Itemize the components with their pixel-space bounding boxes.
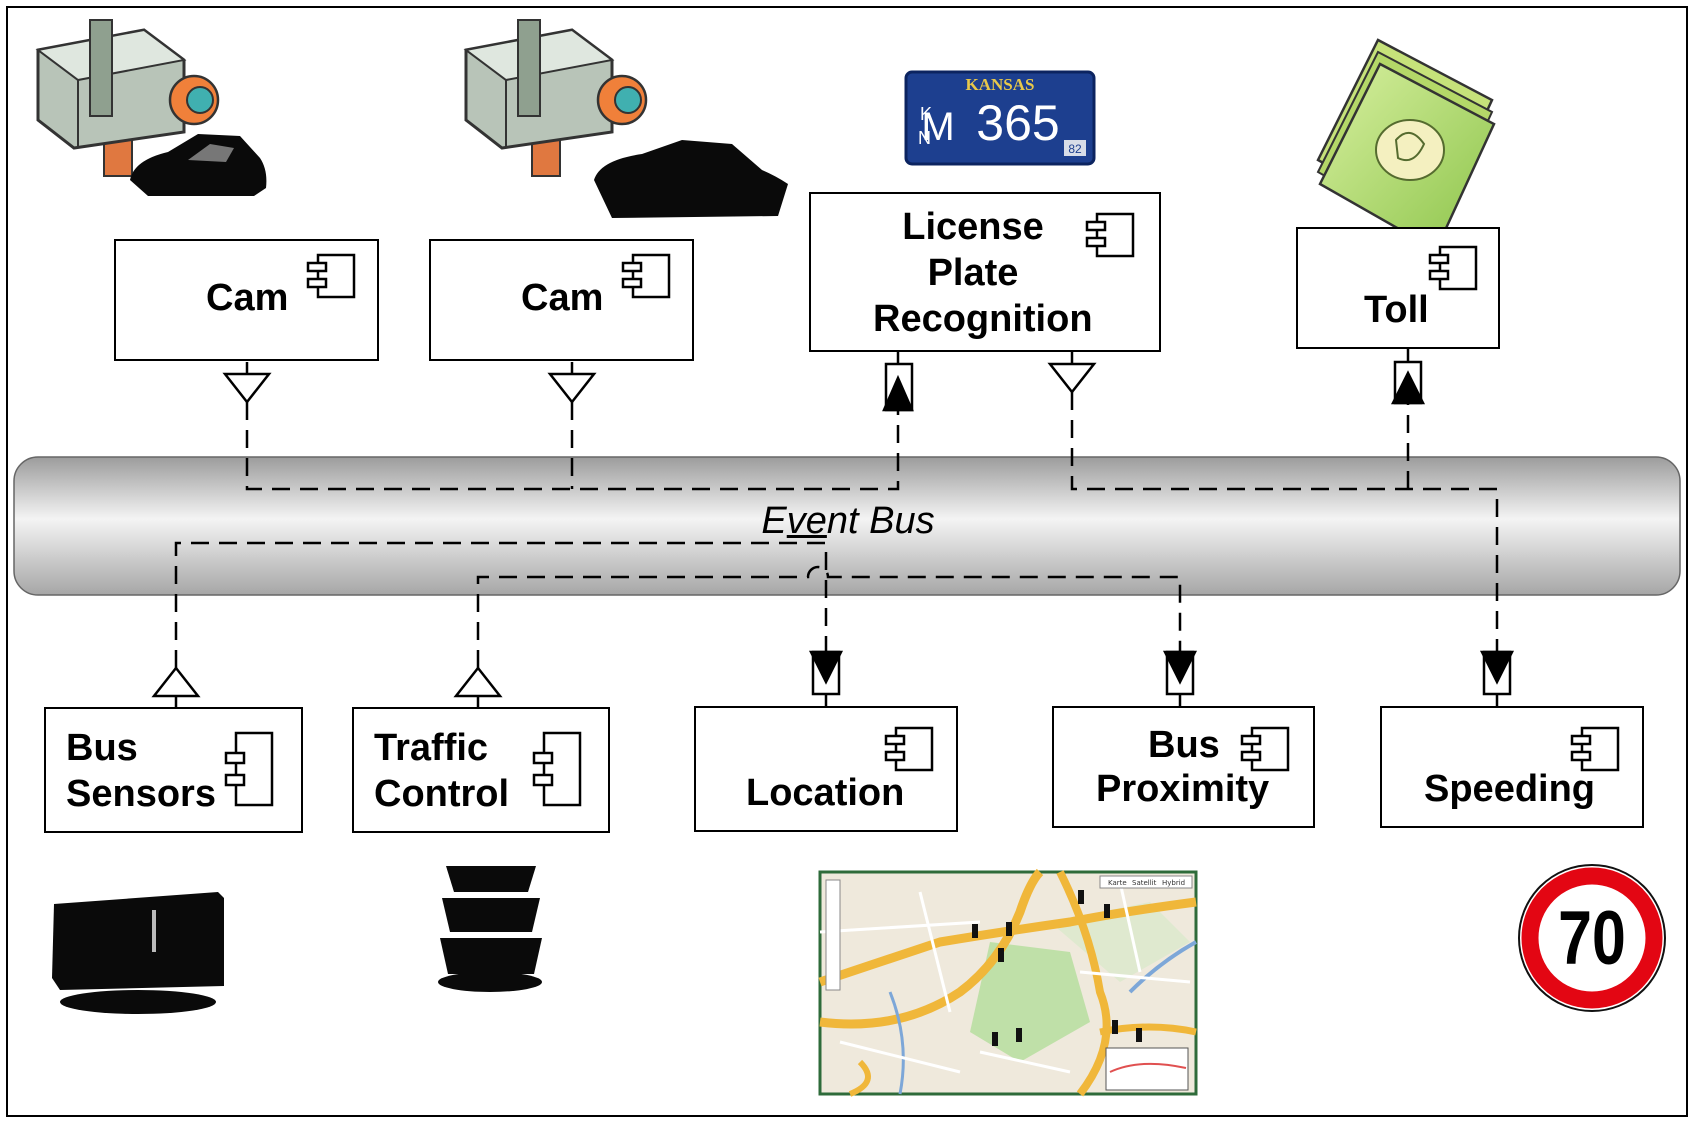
component-icon bbox=[1085, 212, 1135, 258]
traffic-control-component[interactable]: Traffic Control bbox=[352, 707, 610, 833]
cam1-output-port bbox=[222, 362, 272, 405]
svg-text:K: K bbox=[920, 104, 932, 124]
component-icon bbox=[1570, 726, 1620, 772]
component-icon bbox=[884, 726, 934, 772]
location-input-port bbox=[808, 650, 844, 707]
event-bus bbox=[13, 456, 1681, 596]
toll-input-port bbox=[1390, 349, 1426, 405]
lpr-input-port bbox=[882, 352, 914, 412]
lpr-label-line1: License bbox=[902, 206, 1044, 248]
traffic-control-output-port bbox=[453, 665, 503, 710]
lpr-output-port bbox=[1047, 352, 1097, 395]
bus-sensors-label-line2: Sensors bbox=[66, 773, 216, 815]
speeding-input-port bbox=[1479, 650, 1515, 707]
lpr-label-line3: Recognition bbox=[873, 298, 1093, 340]
cam-component-1[interactable]: Cam bbox=[114, 239, 379, 361]
cam-label: Cam bbox=[521, 277, 604, 319]
bus-proximity-component[interactable]: Bus Proximity bbox=[1052, 706, 1315, 828]
bus-sensors-output-port bbox=[151, 665, 201, 710]
license-plate-image: KANSAS 365 M K N 82 bbox=[904, 70, 1096, 166]
bus-proximity-label-line1: Bus bbox=[1148, 724, 1220, 766]
car-icon bbox=[594, 140, 788, 218]
car-icon bbox=[130, 134, 267, 196]
speed-limit-value: 70 bbox=[1558, 896, 1626, 981]
cam2-output-port bbox=[547, 362, 597, 405]
license-plate-recognition-component[interactable]: License Plate Recognition bbox=[809, 192, 1161, 352]
toll-component[interactable]: Toll bbox=[1296, 227, 1500, 349]
lpr-label-line2: Plate bbox=[927, 252, 1019, 294]
svg-text:M: M bbox=[921, 105, 954, 149]
toll-label: Toll bbox=[1364, 289, 1429, 331]
svg-text:82: 82 bbox=[1068, 142, 1082, 156]
cam-label: Cam bbox=[206, 277, 289, 319]
svg-text:Satellit: Satellit bbox=[1132, 879, 1157, 887]
traffic-control-label-line1: Traffic bbox=[374, 727, 489, 769]
speeding-component[interactable]: Speeding bbox=[1380, 706, 1644, 828]
map-image: Karte Satellit Hybrid bbox=[818, 868, 1198, 1097]
component-icon bbox=[621, 253, 671, 299]
svg-text:N: N bbox=[918, 128, 931, 148]
location-label: Location bbox=[746, 772, 905, 814]
money-icon bbox=[1316, 38, 1496, 252]
traffic-light-icon bbox=[438, 866, 542, 992]
event-connections bbox=[174, 392, 1499, 668]
input-ports bbox=[808, 349, 1515, 707]
svg-text:Karte: Karte bbox=[1108, 879, 1127, 887]
component-icon bbox=[224, 731, 274, 807]
component-icon bbox=[1428, 245, 1478, 291]
bus-proximity-input-port bbox=[1162, 650, 1198, 707]
bus-proximity-label-line2: Proximity bbox=[1096, 768, 1270, 810]
speed-limit-sign-icon: 70 bbox=[1518, 864, 1666, 1012]
cam-component-2[interactable]: Cam bbox=[429, 239, 694, 361]
component-icon bbox=[532, 731, 582, 807]
svg-text:365: 365 bbox=[976, 95, 1059, 151]
component-icon bbox=[1240, 726, 1290, 772]
svg-text:KANSAS: KANSAS bbox=[966, 75, 1035, 94]
bus-sensors-component[interactable]: Bus Sensors bbox=[44, 707, 303, 833]
event-bus-label: Event Bus bbox=[761, 500, 935, 542]
output-ports bbox=[151, 352, 1097, 710]
traffic-control-label-line2: Control bbox=[374, 773, 510, 815]
svg-text:Hybrid: Hybrid bbox=[1162, 879, 1185, 887]
security-camera-icon bbox=[463, 19, 648, 177]
bus-sensors-label-line1: Bus bbox=[66, 727, 138, 769]
security-camera-icon bbox=[35, 19, 220, 177]
bus-icon bbox=[52, 892, 224, 1014]
diagram-frame bbox=[6, 6, 1688, 1117]
speeding-label: Speeding bbox=[1424, 768, 1596, 810]
location-component[interactable]: Location bbox=[694, 706, 958, 832]
component-icon bbox=[306, 253, 356, 299]
